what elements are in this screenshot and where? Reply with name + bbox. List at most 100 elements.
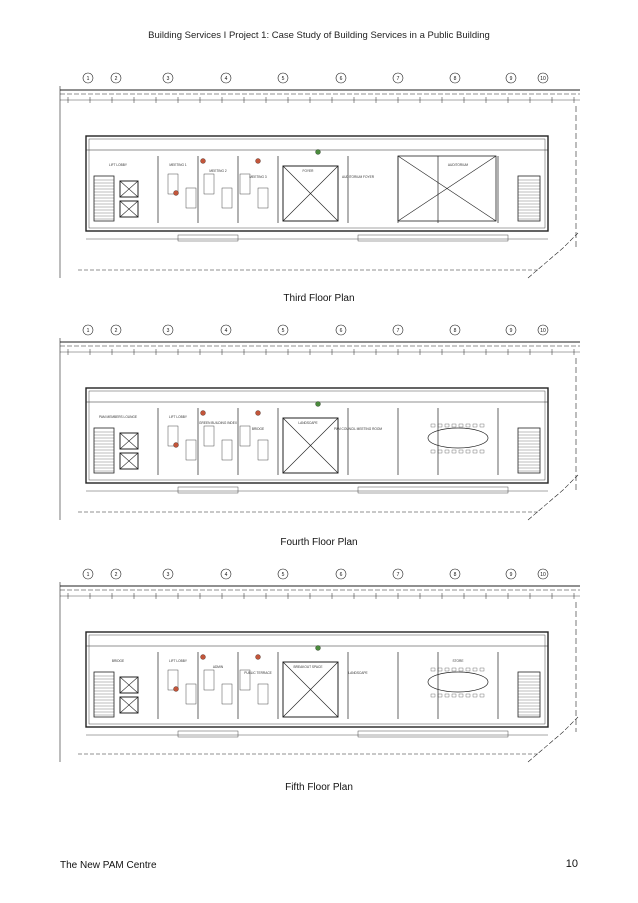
service-marker <box>200 410 206 416</box>
footer-title: The New PAM Centre <box>60 860 157 871</box>
furniture <box>257 187 269 209</box>
grid-label: 1 <box>87 572 90 578</box>
atrium-void <box>282 165 339 222</box>
service-marker <box>315 149 321 155</box>
service-marker <box>200 158 206 164</box>
chair <box>479 667 485 672</box>
dimension-label-box <box>357 486 509 494</box>
chair <box>472 423 478 428</box>
chair <box>458 693 464 698</box>
lift-cross <box>119 180 139 198</box>
chair <box>479 423 485 428</box>
grid-label: 10 <box>540 76 546 82</box>
grid-label: 7 <box>397 328 400 334</box>
grid-label: 7 <box>397 76 400 82</box>
furniture <box>203 669 215 691</box>
furniture <box>167 173 179 195</box>
chair <box>458 449 464 454</box>
page-header: Building Services I Project 1: Case Stud… <box>148 30 490 41</box>
inner-wall <box>88 138 546 229</box>
staircase <box>93 175 115 222</box>
auditorium-void <box>397 155 497 222</box>
room-label: LIFT LOBBY <box>109 163 128 167</box>
chair <box>451 693 457 698</box>
grid-bubble <box>335 568 347 580</box>
plan-linework <box>59 86 580 279</box>
chair <box>465 667 471 672</box>
furniture <box>185 187 197 209</box>
chair <box>444 693 450 698</box>
chair <box>451 667 457 672</box>
lift-cross <box>119 452 139 470</box>
void-cross <box>397 155 497 222</box>
chair <box>458 423 464 428</box>
room-label: BRIDGE <box>252 427 264 431</box>
grid-label: 5 <box>282 572 285 578</box>
grid-label: 6 <box>340 328 343 334</box>
service-marker <box>255 410 261 416</box>
furniture <box>239 425 251 447</box>
staircase <box>517 427 541 474</box>
room-label: PAM COUNCIL MEETING ROOM <box>334 427 382 431</box>
grid-bubble <box>537 72 549 84</box>
grid-bubble <box>449 568 461 580</box>
lift-cross <box>119 432 139 450</box>
building-outline <box>85 387 549 484</box>
chair <box>472 693 478 698</box>
room-label: ADMIN <box>213 665 224 669</box>
service-marker <box>315 401 321 407</box>
furniture <box>221 187 233 209</box>
room-label: MEETING 1 <box>169 163 186 167</box>
service-marker <box>173 190 179 196</box>
room-label: LANDSCAPE <box>298 421 317 425</box>
staircase <box>517 671 541 718</box>
dimension-label-box <box>177 486 239 494</box>
grid-label: 7 <box>397 572 400 578</box>
grid-bubble <box>537 568 549 580</box>
chair <box>465 449 471 454</box>
plan-linework <box>59 338 580 521</box>
room-label: AUDITORIUM FOYER <box>342 175 375 179</box>
grid-bubble <box>335 72 347 84</box>
third-floor-caption: Third Floor Plan <box>283 293 355 304</box>
building-outline <box>85 631 549 728</box>
grid-bubble <box>449 324 461 336</box>
lift-cross <box>119 696 139 714</box>
grid-label: 6 <box>340 76 343 82</box>
room-label: LIFT LOBBY <box>169 659 188 663</box>
grid-bubble <box>82 324 94 336</box>
furniture <box>203 425 215 447</box>
room-label: BRIDGE <box>112 659 124 663</box>
furniture <box>257 683 269 705</box>
grid-label: 1 <box>87 76 90 82</box>
grid-bubble <box>537 324 549 336</box>
site-boundary <box>527 232 579 279</box>
chair <box>437 693 443 698</box>
meeting-table <box>427 427 489 449</box>
chair <box>430 423 436 428</box>
lift-shaft <box>119 180 139 198</box>
room-label: MEETING 3 <box>249 175 266 179</box>
chair <box>451 449 457 454</box>
room-label: PUBLIC TERRACE <box>244 671 272 675</box>
chair <box>479 693 485 698</box>
grid-bubble <box>110 568 122 580</box>
inner-wall <box>88 390 546 481</box>
grid-label: 9 <box>510 572 513 578</box>
grid-label: 9 <box>510 328 513 334</box>
lift-shaft <box>119 676 139 694</box>
furniture <box>221 439 233 461</box>
grid-label: 3 <box>167 572 170 578</box>
service-marker <box>255 654 261 660</box>
furniture <box>203 173 215 195</box>
furniture <box>257 439 269 461</box>
grid-bubble <box>392 324 404 336</box>
staircase <box>93 671 115 718</box>
grid-bubble <box>392 72 404 84</box>
void-cross <box>282 165 339 222</box>
grid-bubble <box>449 72 461 84</box>
